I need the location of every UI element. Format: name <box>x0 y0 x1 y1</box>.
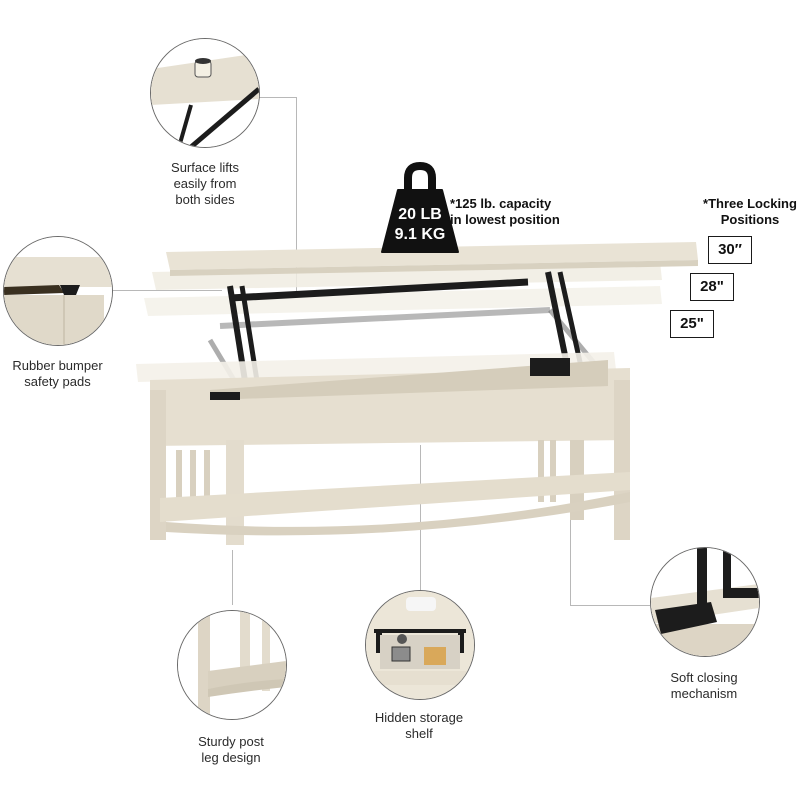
callout-surface-lifts-image <box>150 38 260 148</box>
callout-hidden-storage-image <box>365 590 475 700</box>
connector-line-post <box>232 550 233 605</box>
weight-badge: 20 LB 9.1 KG <box>380 160 460 255</box>
caption-soft-closing: Soft closing mechanism <box>670 670 738 701</box>
connector-line-surface-v <box>296 97 297 297</box>
locking-positions-title: *Three Locking Positions <box>703 196 797 227</box>
callout-soft-closing-image <box>650 547 760 657</box>
connector-line-soft-h <box>570 605 650 606</box>
weight-lb: 20 LB <box>398 206 442 223</box>
caption-surface-lifts: Surface lifts easily from both sides <box>171 160 239 207</box>
connector-line-bumper <box>112 290 222 291</box>
height-box-25: 25" <box>670 310 714 338</box>
connector-line-surface-h <box>258 97 296 98</box>
caption-sturdy-post: Sturdy post leg design <box>198 734 264 765</box>
height-box-30: 30″ <box>708 236 752 264</box>
coffee-table-illustration <box>130 240 710 550</box>
kettlebell-weight-icon <box>381 161 459 253</box>
caption-hidden-storage: Hidden storage shelf <box>374 710 464 741</box>
capacity-note: *125 lb. capacity in lowest position <box>450 196 560 227</box>
weight-kg: 9.1 KG <box>394 226 446 243</box>
height-box-28: 28" <box>690 273 734 301</box>
caption-rubber-bumper: Rubber bumper safety pads <box>12 358 103 389</box>
connector-line-storage <box>420 445 421 593</box>
callout-rubber-bumper-image <box>3 236 113 346</box>
callout-sturdy-post-image <box>177 610 287 720</box>
